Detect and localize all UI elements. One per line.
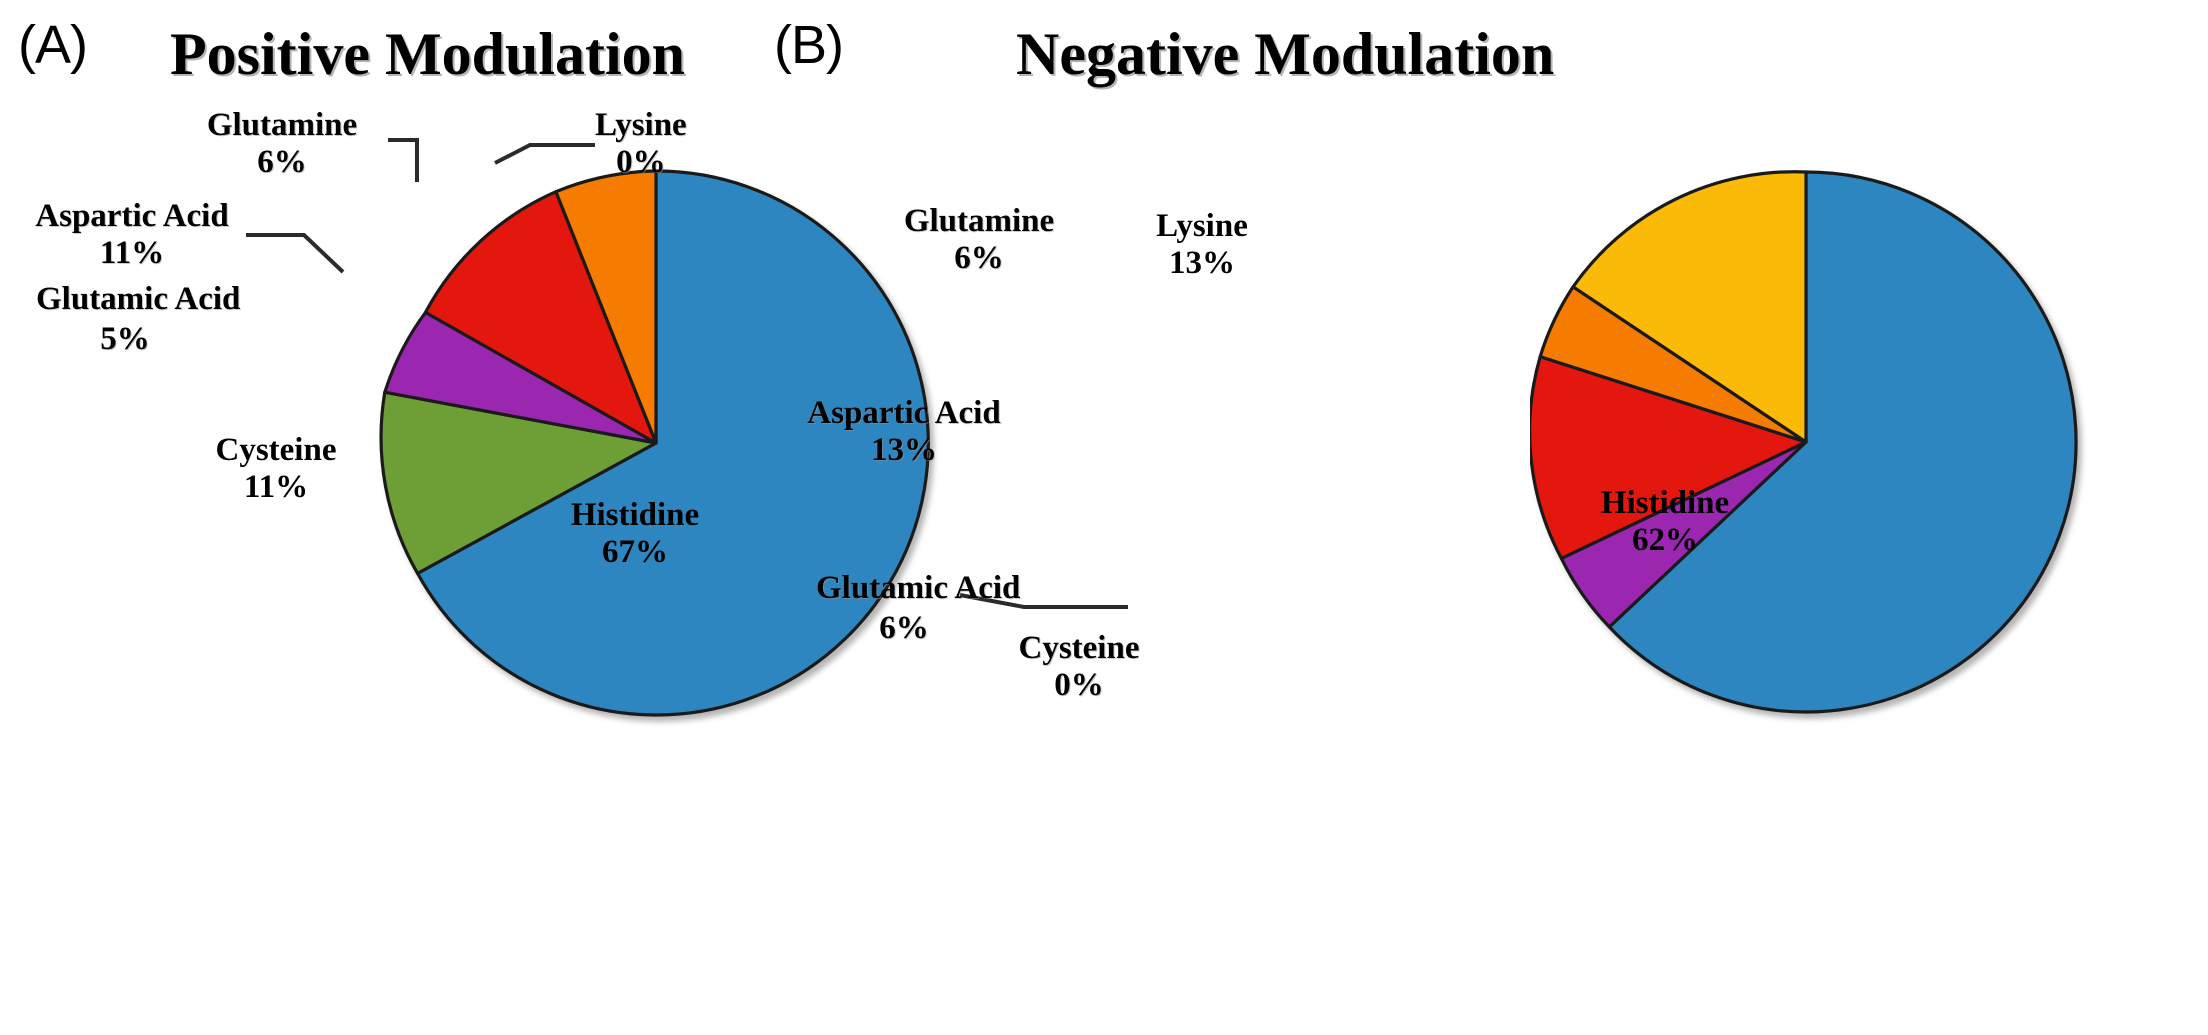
label-cysteine-b-name: Cysteine bbox=[1018, 630, 1140, 666]
label-cysteine-b: Cysteine 0% bbox=[994, 630, 1164, 704]
pie-a bbox=[378, 166, 934, 722]
label-lysine-a-name: Lysine bbox=[595, 107, 687, 143]
label-histidine-a-percent: 67% bbox=[602, 533, 668, 570]
pie-a-slice-glutamine bbox=[554, 169, 658, 445]
label-cysteine-a-name: Cysteine bbox=[215, 432, 337, 468]
pie-b-slice-histidine bbox=[1607, 170, 2078, 714]
pie-b bbox=[1530, 166, 2082, 718]
label-lysine-b-percent: 13% bbox=[1169, 244, 1235, 281]
label-aspartic-acid-a-percent: 11% bbox=[99, 234, 165, 271]
label-aspartic-acid-a: Aspartic Acid 11% bbox=[18, 198, 246, 272]
label-aspartic-acid-b-name: Aspartic Acid bbox=[807, 395, 1001, 431]
panel-b-title: Negative Modulation bbox=[1016, 21, 1555, 87]
label-lysine-a: Lysine 0% bbox=[595, 107, 687, 181]
panel-a-title: Positive Modulation bbox=[170, 21, 686, 87]
pie-b-svg bbox=[1530, 170, 2078, 714]
label-lysine-a-percent: 0% bbox=[616, 143, 666, 180]
label-glutamine-b-percent: 6% bbox=[954, 239, 1004, 276]
label-aspartic-acid-b: Aspartic Acid 13% bbox=[784, 395, 1024, 469]
pie-a-slice-aspartic-acid bbox=[423, 190, 658, 445]
label-glutamine-a: Glutamine 6% bbox=[176, 107, 388, 181]
label-histidine-b-name: Histidine bbox=[1600, 485, 1730, 521]
label-lysine-b: Lysine 13% bbox=[1126, 208, 1278, 282]
panel-a-letter: (A) bbox=[18, 15, 88, 75]
label-glutamic-acid-a: Glutamic Acid 5% bbox=[36, 280, 241, 359]
panel-b-letter: (B) bbox=[774, 15, 844, 75]
label-glutamine-a-name: Glutamine bbox=[206, 107, 358, 143]
label-histidine-b: Histidine 62% bbox=[1574, 485, 1756, 559]
pie-b-slice-lysine bbox=[1571, 170, 1808, 444]
pie-a-slice-histidine bbox=[416, 169, 930, 717]
label-aspartic-acid-b-percent: 13% bbox=[871, 431, 937, 468]
panel-b: (B) Negative Modulation bbox=[774, 0, 2208, 1035]
label-glutamic-acid-a-name: Glutamic Acid bbox=[36, 281, 241, 317]
label-aspartic-acid-a-name: Aspartic Acid bbox=[35, 198, 229, 234]
pie-b-slice-aspartic-acid bbox=[1530, 355, 1808, 560]
label-glutamine-a-percent: 6% bbox=[257, 143, 307, 180]
leader-aspartic-acid-a bbox=[246, 233, 345, 274]
label-glutamine-b-name: Glutamine bbox=[903, 203, 1055, 239]
pie-a-slice-cysteine bbox=[379, 390, 658, 575]
label-cysteine-a-percent: 11% bbox=[243, 468, 309, 505]
label-glutamic-acid-b-name: Glutamic Acid bbox=[816, 570, 1021, 606]
leader-lysine-a bbox=[494, 143, 595, 165]
label-cysteine-a: Cysteine 11% bbox=[196, 432, 356, 506]
label-histidine-a-name: Histidine bbox=[570, 497, 700, 533]
label-lysine-b-name: Lysine bbox=[1156, 208, 1248, 244]
pie-a-svg bbox=[379, 169, 930, 717]
label-histidine-a: Histidine 67% bbox=[545, 497, 725, 571]
label-glutamic-acid-b-percent: 6% bbox=[879, 610, 929, 647]
label-glutamine-b: Glutamine 6% bbox=[864, 203, 1094, 277]
panel-a: (A) Positive Modulation bbox=[18, 15, 934, 722]
label-glutamic-acid-b: Glutamic Acid 6% bbox=[816, 568, 1021, 649]
label-histidine-b-percent: 62% bbox=[1632, 521, 1698, 558]
label-cysteine-b-percent: 0% bbox=[1054, 666, 1104, 703]
label-glutamic-acid-a-percent: 5% bbox=[100, 320, 150, 357]
